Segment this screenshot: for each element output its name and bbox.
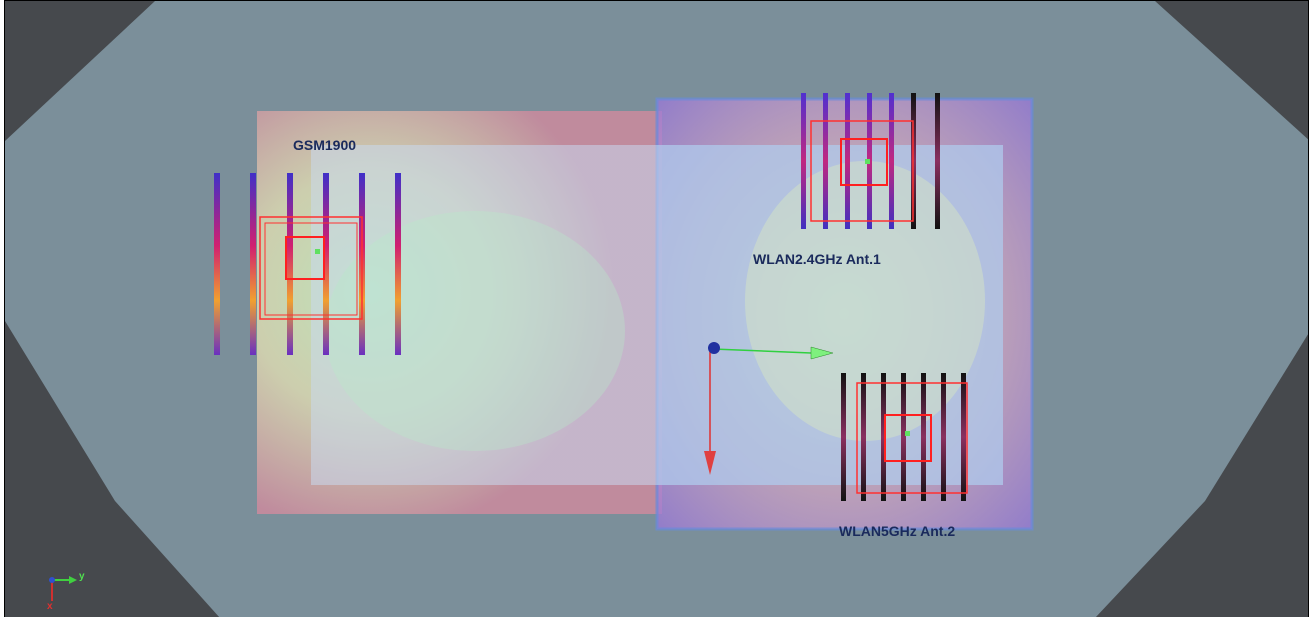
coordinate-origin-icon (704, 342, 834, 475)
wlan24-ant1-label: WLAN2.4GHz Ant.1 (753, 251, 881, 267)
axis-x-label: x (47, 601, 53, 612)
wlan5-antenna-array (841, 373, 968, 501)
axis-triad-icon (49, 576, 77, 601)
3d-viewport[interactable]: GSM1900 WLAN2.4GHz Ant.1 WLAN5GHz Ant.2 … (4, 0, 1309, 617)
wlan24-antenna-array (801, 93, 940, 229)
field-hotspot-wlan (745, 161, 985, 441)
axis-y-label: y (79, 571, 85, 582)
gsm1900-label: GSM1900 (293, 137, 357, 153)
field-hotspot (325, 211, 625, 451)
gsm-antenna-array (214, 173, 401, 355)
device-board (311, 145, 1003, 485)
wlan5-ant2-label: WLAN5GHz Ant.2 (839, 523, 956, 539)
simulation-scene[interactable] (5, 1, 1309, 617)
